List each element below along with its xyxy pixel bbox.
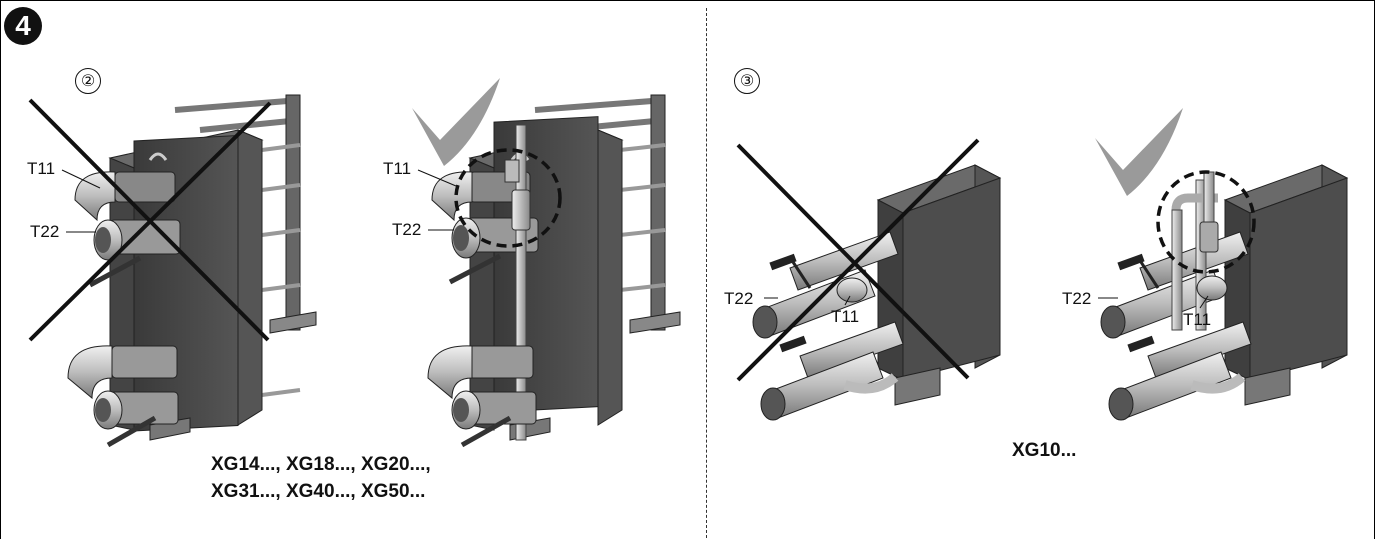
leader-t11-c	[844, 295, 851, 306]
label-t11-wrong-right: T11	[831, 307, 860, 326]
leader-t11-left	[61, 169, 101, 189]
label-t11-wrong-left: T11	[27, 159, 56, 178]
heat-exchanger-wrong-small	[752, 164, 1002, 421]
cross-mark-right	[736, 138, 980, 382]
heat-exchanger-correct-large	[427, 94, 681, 448]
leader-t11-right	[417, 169, 457, 187]
leader-t11-d	[1199, 295, 1209, 309]
cross-mark-left	[28, 98, 272, 342]
highlight-circle-right	[1156, 170, 1256, 274]
label-t22-wrong-left: T22	[30, 222, 60, 241]
models-line-2: XG31..., XG40..., XG50...	[211, 481, 426, 502]
highlight-circle-left	[454, 148, 562, 248]
step-marker-left: ②	[75, 68, 101, 94]
check-mark-left	[412, 78, 500, 166]
check-mark-right	[1095, 108, 1183, 196]
label-t11-correct-left: T11	[383, 159, 412, 178]
models-line-1: XG14..., XG18..., XG20...,	[211, 454, 431, 475]
heat-exchanger-correct-small	[1100, 164, 1349, 421]
label-t22-wrong-right: T22	[724, 289, 754, 308]
heat-exchanger-wrong-large	[67, 94, 317, 448]
panel-divider	[706, 8, 707, 538]
models-caption-right: XG10...	[1012, 440, 1077, 461]
models-caption-left: XG14..., XG18..., XG20..., XG31..., XG40…	[211, 451, 431, 505]
label-t22-correct-left: T22	[392, 220, 422, 239]
step-marker-right: ③	[734, 68, 760, 94]
figure-number-badge: 4	[4, 7, 42, 45]
label-t22-correct-right: T22	[1062, 289, 1092, 308]
label-t11-correct-right: T11	[1183, 310, 1212, 329]
